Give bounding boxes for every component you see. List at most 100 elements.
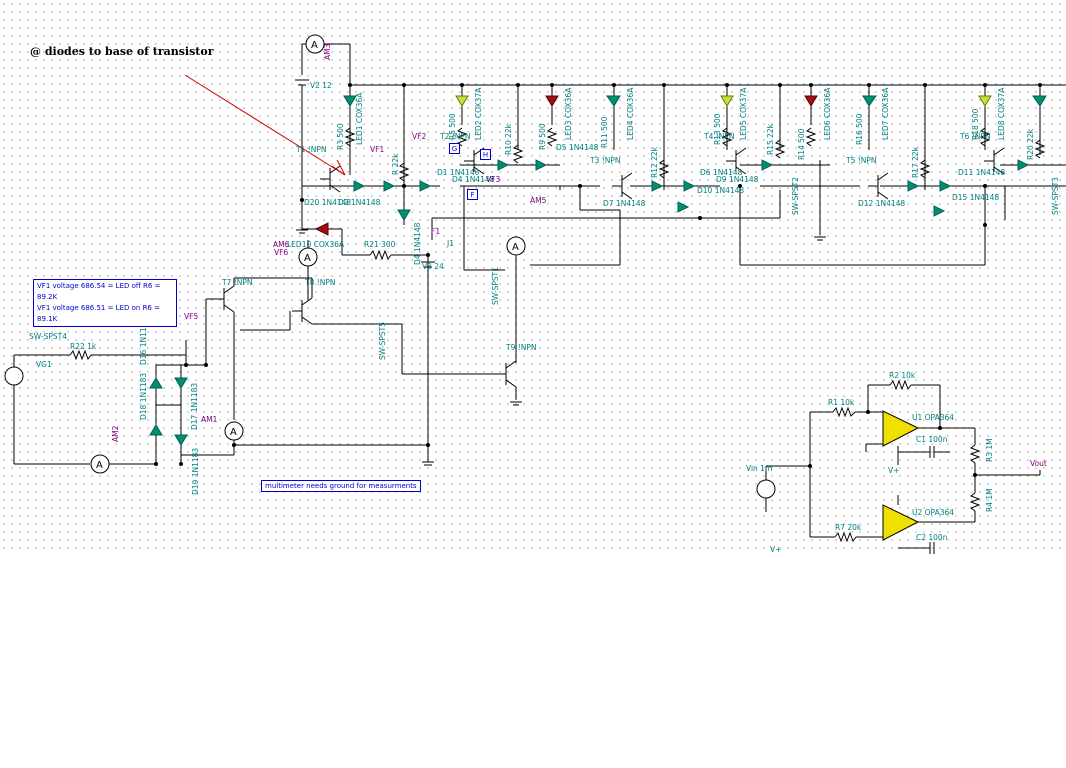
label-led2: LED2 COX37A (474, 87, 483, 140)
label-led6: LED6 COX36A (823, 87, 832, 140)
label-d16: D16 1N1183 (139, 318, 148, 365)
label-vf2: VF2 (412, 132, 426, 141)
label-led8: LED8 COX37A (997, 87, 1006, 140)
label-t8: T8 !NPN (304, 278, 336, 287)
label-r3m: R3 1M (985, 438, 994, 462)
svg-text:A: A (512, 242, 519, 253)
label-d19: D19 1N1183 (191, 448, 200, 495)
grid-background (0, 0, 1066, 555)
label-d9: D9 1N4148 (716, 175, 759, 184)
label-sw-spst1: SW-SPST1 (491, 267, 500, 305)
label-led5: LED5 COX37A (739, 87, 748, 140)
label-r9: R9 500 (538, 123, 547, 150)
info-line-2: VF1 voltage 686.51 = LED on R6 = 89.1K (37, 304, 160, 323)
label-r15: R15 22k (766, 123, 775, 155)
label-d10: D10 1N4148 (697, 186, 744, 195)
label-r18: R18 500 (971, 108, 980, 140)
label-sw-spst3: SW-SPST3 (1051, 177, 1060, 215)
label-vout: Vout (1030, 459, 1047, 468)
label-am3: AM3 (323, 43, 332, 60)
info-line-1: VF1 voltage 686.54 = LED off R6 = 89.2K (37, 282, 161, 301)
svg-text:A: A (230, 427, 237, 438)
label-sw-spst2: SW-SPST2 (791, 177, 800, 215)
label-r4m: R4 1M (985, 488, 994, 512)
label-r12: R12 22k (650, 146, 659, 178)
label-v3: V3 24 (422, 262, 444, 271)
label-v2: V2 12 (310, 81, 332, 90)
label-t5: T5 !NPN (845, 156, 877, 165)
label-d2: D2 1N4148 (338, 198, 381, 207)
label-r13: R13 500 (713, 113, 722, 145)
label-sw-spst5: SW-SPST5 (378, 322, 387, 360)
label-vf6: VF6 (274, 248, 288, 257)
label-r7: R7 20k (835, 523, 862, 532)
label-led3: LED3 COX36A (564, 87, 573, 140)
label-d6: D6 1N4148 (700, 168, 743, 177)
label-vplus1: V+ (888, 466, 899, 475)
ground-note: multimeter needs ground for measurments (261, 480, 421, 492)
tag-f[interactable]: F (467, 189, 478, 200)
label-d12: D12 1N4148 (858, 199, 905, 208)
label-led4: LED4 COX36A (626, 87, 635, 140)
label-am2: AM2 (111, 425, 120, 442)
label-r2: R2 10k (889, 371, 916, 380)
label-c2: C2 100n (916, 533, 948, 542)
label-r17: R17 22k (911, 146, 920, 178)
label-sw-spst4: SW-SPST4 (29, 332, 67, 341)
label-vin: Vin 1m (746, 464, 772, 473)
label-vplus2: V+ (770, 545, 781, 554)
label-d4: D4 1N4148 (452, 175, 495, 184)
label-r3: R3 500 (336, 123, 345, 150)
label-t1: T1 !NPN (295, 145, 327, 154)
label-u2: U2 OPA364 (912, 508, 954, 517)
annotation-text: @ diodes to base of transistor (30, 45, 214, 58)
label-am5: AM5 (530, 196, 547, 205)
label-d1: D1 1N4148 (437, 168, 480, 177)
label-led7: LED7 COX36A (881, 87, 890, 140)
label-am6: AM6 (273, 240, 290, 249)
label-r16: R16 500 (855, 113, 864, 145)
label-u1: U1 OPA364 (912, 413, 954, 422)
label-t7: T7 !NPN (221, 278, 253, 287)
label-r21: R21 300 (364, 240, 396, 249)
label-r10: R10 22k (504, 123, 513, 155)
label-t6: T6 !NPN (959, 132, 991, 141)
label-vf1: VF1 (370, 145, 384, 154)
label-d7: D7 1N4148 (603, 199, 646, 208)
label-d15: D15 1N4148 (952, 193, 999, 202)
label-d18: D18 1N1183 (139, 373, 148, 420)
svg-text:A: A (304, 253, 311, 264)
label-d4b: D4 1N4148 (413, 222, 422, 265)
label-r5: R5 500 (448, 113, 457, 140)
label-j1: J1 (446, 239, 454, 248)
label-d20: D20 1N4148 (304, 198, 351, 207)
label-am1: AM1 (201, 415, 218, 424)
label-t9: T9 !NPN (505, 343, 537, 352)
label-t3: T3 !NPN (589, 156, 621, 165)
label-r20: R20 22k (1026, 128, 1035, 160)
label-r14: R14 500 (797, 128, 806, 160)
label-led1: LED1 COX36A (355, 92, 364, 145)
label-vg1: VG1 (36, 360, 52, 369)
label-led10: LED10 COX36A (287, 240, 345, 249)
label-r22: R22 1k (70, 342, 97, 351)
label-vf5: VF5 (184, 312, 198, 321)
label-r1: R1 10k (828, 398, 855, 407)
label-f1: F1 (431, 227, 440, 236)
label-d5: D5 1N4148 (556, 143, 599, 152)
tag-h[interactable]: H (480, 149, 491, 160)
label-d17: D17 1N1183 (190, 383, 199, 430)
svg-text:A: A (311, 40, 318, 51)
label-d11: D11 1N4148 (958, 168, 1005, 177)
label-vf3: VF3 (486, 175, 500, 184)
info-box: VF1 voltage 686.54 = LED off R6 = 89.2K … (33, 279, 177, 327)
label-c1: C1 100n (916, 435, 948, 444)
label-r22k-a: R 22k (391, 153, 400, 175)
label-t4: T4 !NPN (703, 132, 735, 141)
tag-g[interactable]: G (449, 143, 460, 154)
label-t2: T2 !NPN (439, 132, 471, 141)
label-r11: R11 500 (600, 116, 609, 148)
svg-text:A: A (96, 460, 103, 471)
